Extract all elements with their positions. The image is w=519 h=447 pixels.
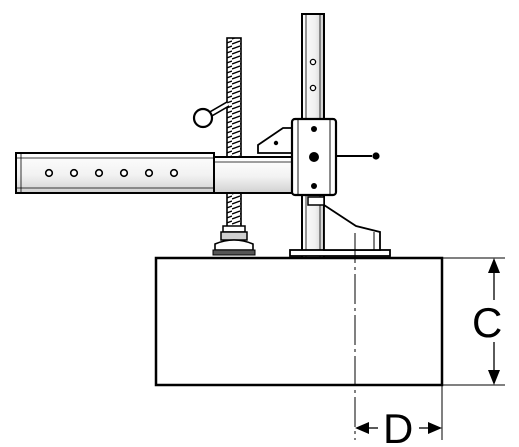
- arm-hole: [119, 168, 129, 178]
- upper-gusset: [257, 127, 294, 154]
- base-block: [154, 256, 444, 387]
- clamp-block: [290, 117, 338, 197]
- clamp-knob-icon: [192, 101, 230, 129]
- horizontal-arm: [15, 152, 293, 194]
- dimension-c-label: C: [472, 299, 502, 346]
- dimension-c: C: [442, 257, 505, 386]
- dimension-d-label: D: [383, 405, 413, 447]
- leveling-foot: [212, 225, 256, 256]
- arm-hole: [69, 168, 79, 178]
- arm-hole: [94, 168, 104, 178]
- threaded-rod: [226, 37, 242, 229]
- lock-pin-icon: [336, 152, 380, 160]
- arm-hole: [44, 168, 54, 178]
- arm-hole: [144, 168, 154, 178]
- dimension-d: D: [355, 385, 443, 447]
- arm-hole: [169, 168, 179, 178]
- base-bracket: [289, 196, 391, 257]
